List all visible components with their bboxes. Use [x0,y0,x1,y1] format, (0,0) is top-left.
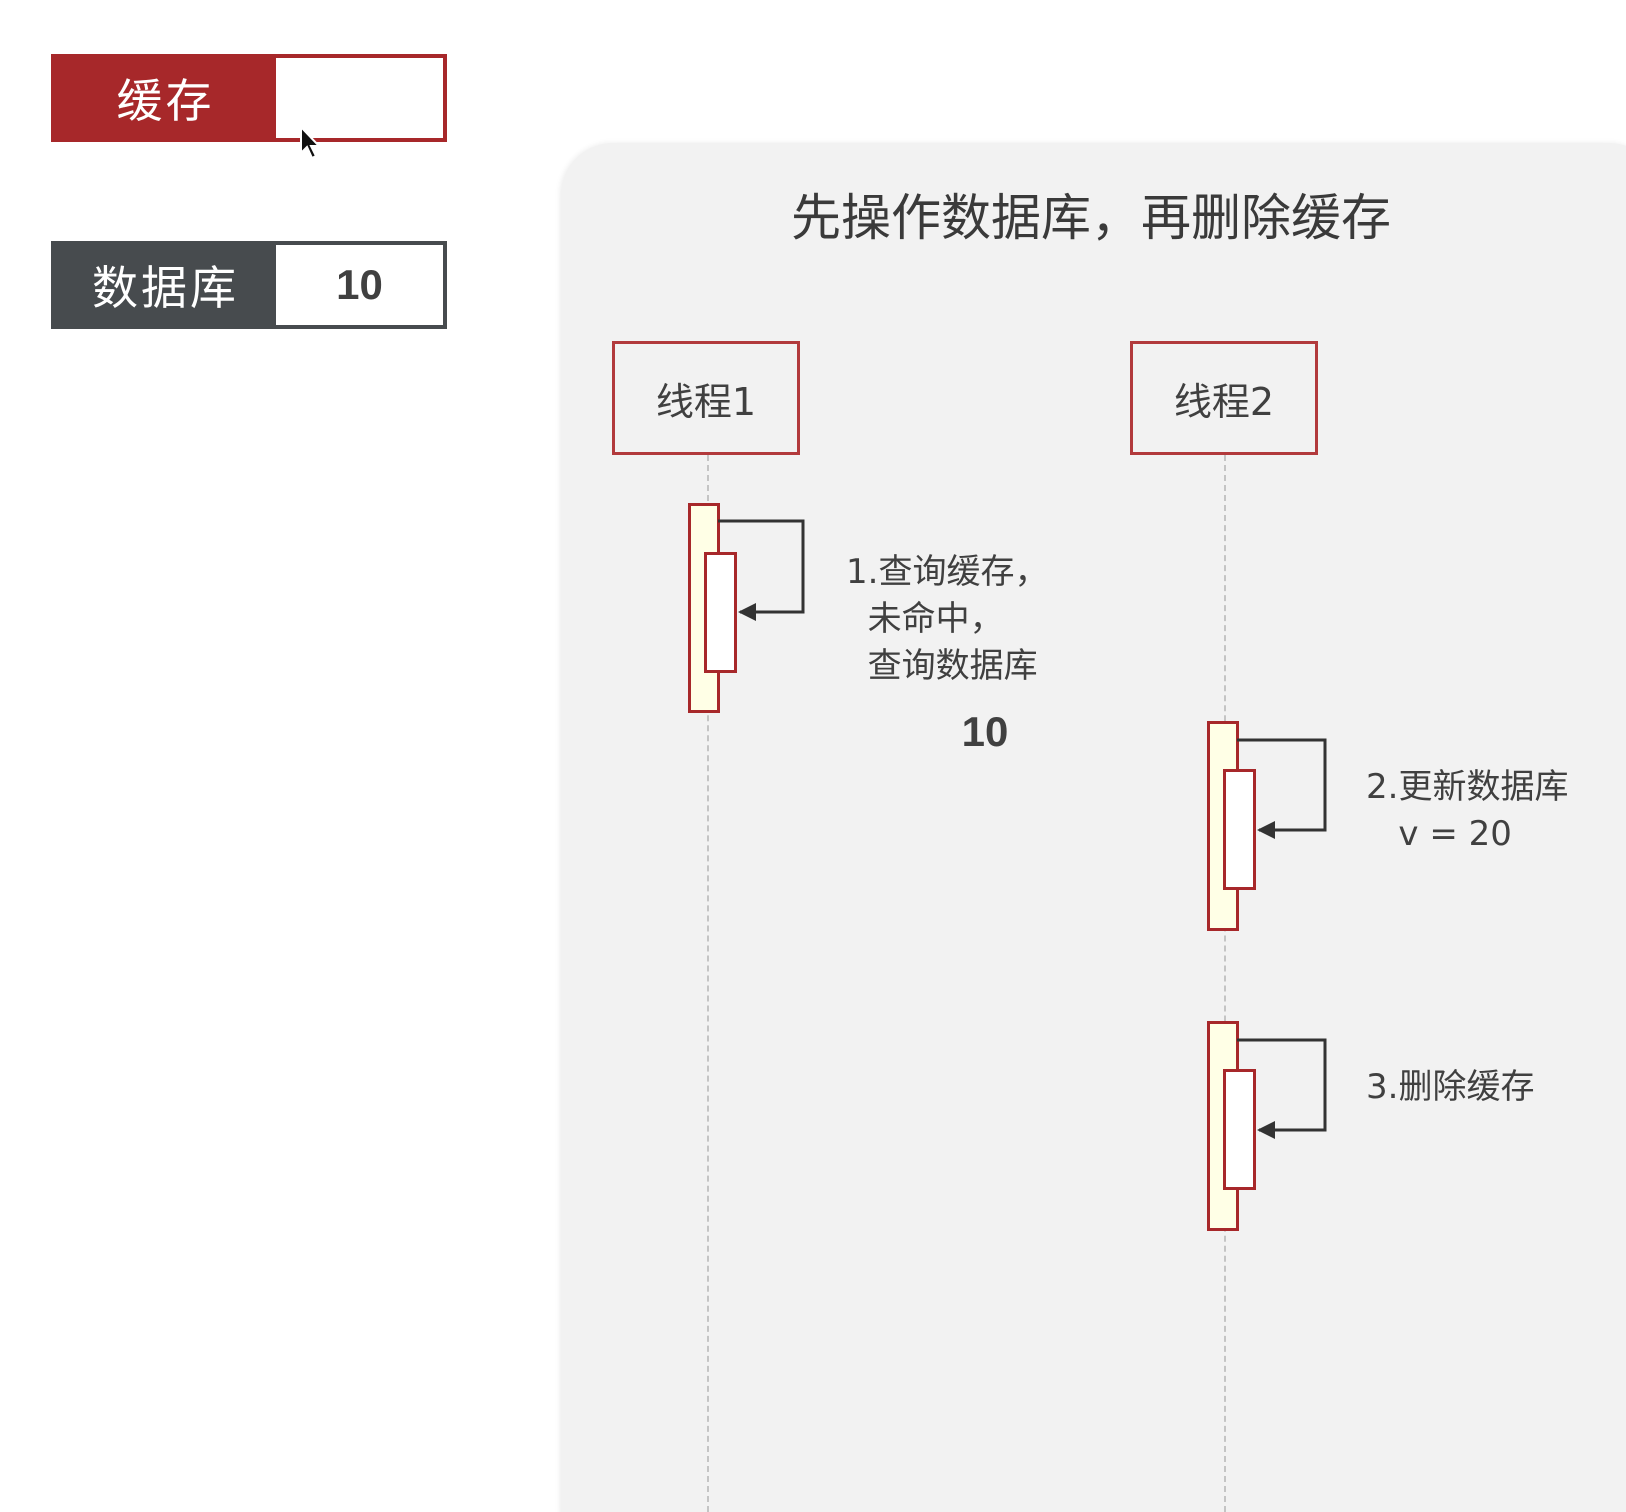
self-call-arrow [1237,1038,1327,1139]
lifeline-thread-1 [707,455,709,1512]
database-status: 数据库 10 [51,241,447,329]
self-call-arrow [1237,738,1327,839]
self-call-arrow [718,519,805,621]
activation-bar-nested [1223,1069,1256,1190]
cache-status: 缓存 [51,54,447,142]
diagram-title: 先操作数据库，再删除缓存 [791,189,1391,247]
lifeline-thread-2 [1224,455,1226,1512]
cursor-icon [300,126,322,160]
read-value: 10 [961,708,1009,755]
database-label: 数据库 [55,245,276,325]
database-value: 10 [276,245,443,325]
cache-value [276,58,443,138]
cache-label: 缓存 [55,58,276,138]
participant-thread-1: 线程1 [612,341,800,455]
step-1-note: 1.查询缓存， 未命中， 查询数据库 [846,552,1049,686]
step-2-note: 2.更新数据库 v = 20 [1366,767,1569,854]
activation-bar-nested [704,552,737,673]
activation-bar-nested [1223,769,1256,890]
participant-thread-2: 线程2 [1130,341,1318,455]
step-3-note: 3.删除缓存 [1366,1067,1535,1107]
